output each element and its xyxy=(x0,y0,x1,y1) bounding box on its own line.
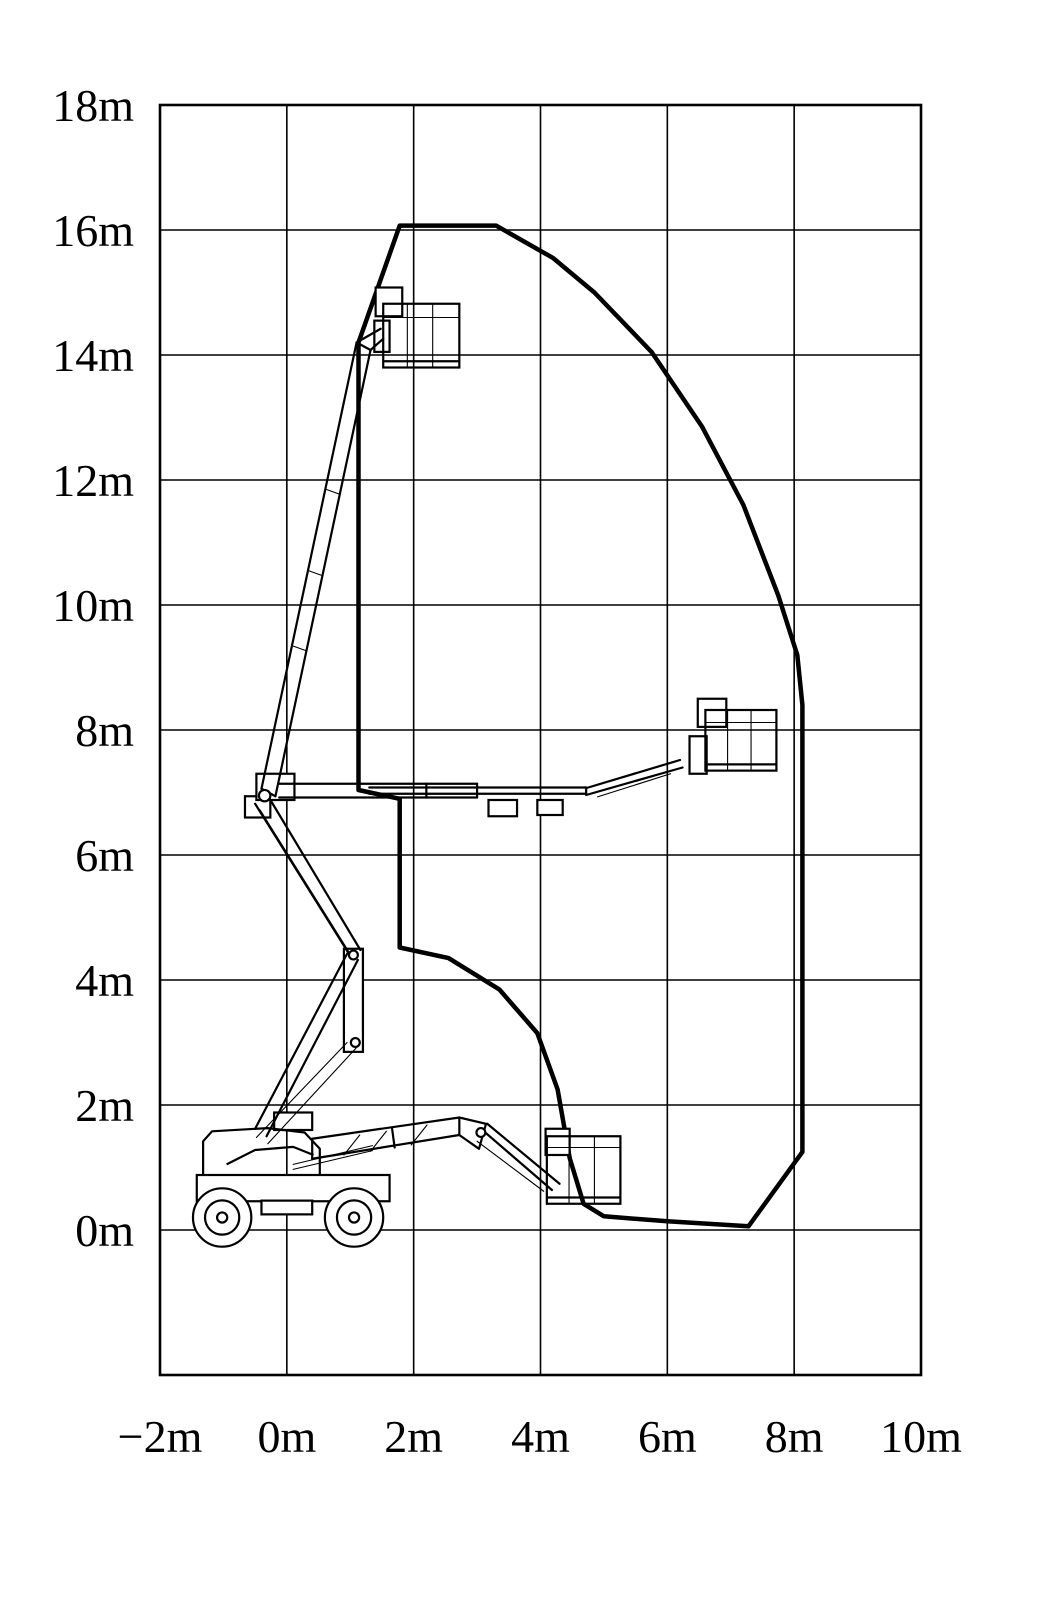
wheel-or-pivot-circle xyxy=(347,949,359,961)
machine-body-outline xyxy=(202,1126,321,1175)
boom-member-line xyxy=(254,802,351,955)
basket-frame xyxy=(545,1135,622,1205)
boom-member-line xyxy=(355,341,372,352)
y-tick-label: 2m xyxy=(75,1080,134,1131)
y-tick-label: 8m xyxy=(75,705,134,756)
boom-detail-line xyxy=(410,1124,428,1146)
y-tick-label: 12m xyxy=(52,455,134,506)
boom-detail-line xyxy=(291,645,307,652)
y-tick-label: 4m xyxy=(75,955,134,1006)
y-tick-label: 6m xyxy=(75,830,134,881)
machine-part-box xyxy=(373,319,391,353)
y-tick-label: 0m xyxy=(75,1205,134,1256)
machine-part-box xyxy=(374,286,404,318)
boom-member-line xyxy=(369,337,385,352)
boom-detail-line xyxy=(259,809,355,961)
boom-detail-line xyxy=(369,1130,387,1152)
y-tick-label: 14m xyxy=(52,330,134,381)
y-tick-label: 10m xyxy=(52,580,134,631)
platform-basket xyxy=(704,708,778,772)
wheel-or-pivot-circle xyxy=(215,1211,229,1224)
machine-part-box xyxy=(260,1199,314,1216)
machine-part-box xyxy=(342,947,365,1053)
boom-member-line xyxy=(254,952,349,1130)
working-envelope xyxy=(356,223,805,1229)
wheel-or-pivot-circle xyxy=(475,1126,487,1139)
boom-member-line xyxy=(479,1127,554,1192)
working-envelope-outline xyxy=(356,223,805,1229)
x-tick-label: 6m xyxy=(638,1411,697,1462)
machine-part-box xyxy=(536,798,564,817)
axis-tick-labels: −2m 0m 2m 4m 6m 8m 10m 0m 2m 4m 6m 8m 10m 12m 14m 16m 18… xyxy=(52,80,962,1462)
boom-member-line xyxy=(260,341,358,790)
wheel-or-pivot-circle xyxy=(257,788,272,803)
boom-member-line xyxy=(585,758,682,790)
boom-detail-line xyxy=(597,773,672,798)
boom-member-line xyxy=(355,327,382,344)
boom-detail-line xyxy=(325,488,341,495)
platform-basket xyxy=(545,1135,622,1205)
machine-part-box xyxy=(487,798,519,818)
machine-part-box xyxy=(688,735,708,775)
boom-member-line xyxy=(274,348,372,798)
machine-part-box xyxy=(273,1111,314,1132)
boom-detail-line xyxy=(255,1041,348,1139)
boom-detail-line xyxy=(292,1150,373,1170)
x-tick-label: 8m xyxy=(765,1411,824,1462)
plot-border xyxy=(158,103,923,1377)
boom-detail-line xyxy=(343,1134,361,1156)
x-tick-label: 4m xyxy=(511,1411,570,1462)
boom-detail-line xyxy=(292,1145,373,1165)
boom-member-line xyxy=(311,1116,461,1140)
boom-member-line xyxy=(265,958,359,1138)
machine-part-box xyxy=(544,1127,571,1157)
wheel-or-pivot-circle xyxy=(347,1211,361,1224)
y-tick-label: 16m xyxy=(52,205,134,256)
boom-member-line xyxy=(585,766,684,797)
platform-basket xyxy=(382,302,461,369)
boom-member-line xyxy=(266,794,362,952)
x-tick-label: −2m xyxy=(118,1411,203,1462)
boom-member-line xyxy=(391,1127,396,1149)
boom-lift-drawing xyxy=(191,286,778,1248)
machine-body-outline xyxy=(226,1145,314,1166)
wheel-or-pivot-circle xyxy=(349,1036,361,1049)
x-tick-label: 2m xyxy=(384,1411,443,1462)
x-tick-label: 0m xyxy=(257,1411,316,1462)
x-tick-label: 10m xyxy=(880,1411,962,1462)
boom-detail-line xyxy=(307,570,323,577)
boom-member-line xyxy=(311,1133,461,1160)
y-tick-label: 18m xyxy=(52,80,134,131)
basket-frame xyxy=(382,302,461,369)
basket-frame xyxy=(704,708,778,772)
boom-detail-line xyxy=(476,1140,545,1192)
boom-detail-line xyxy=(267,1046,358,1145)
